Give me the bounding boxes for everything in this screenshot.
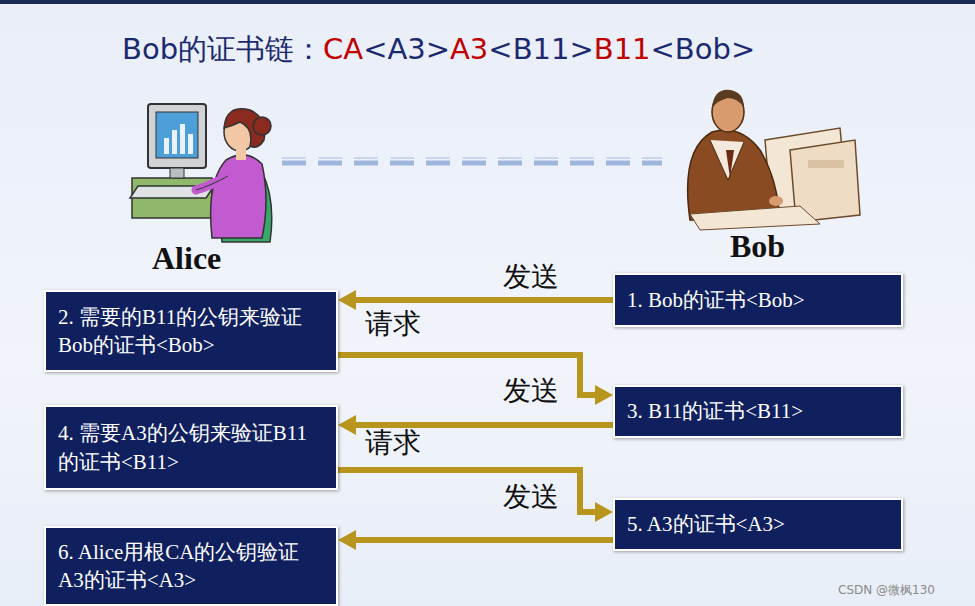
flow-arrow bbox=[338, 530, 613, 550]
chain-part: A3 bbox=[450, 32, 488, 66]
step-text: 6. Alice用根CA的公钥验证A3的证书<A3> bbox=[58, 538, 324, 595]
chain-part: <Bob> bbox=[651, 32, 756, 66]
arrow-label: 请求 bbox=[365, 305, 421, 343]
alice-figure bbox=[130, 104, 272, 242]
watermark: CSDN @微枫130 bbox=[838, 582, 935, 599]
step-text: 4. 需要A3的公钥来验证B11的证书<B11> bbox=[58, 419, 324, 476]
step-box: 6. Alice用根CA的公钥验证A3的证书<A3> bbox=[44, 526, 338, 606]
flow-arrow bbox=[338, 470, 613, 522]
flow-arrow bbox=[338, 355, 613, 405]
step-text: 3. B11的证书<B11> bbox=[627, 397, 803, 425]
title: Bob的证书链： bbox=[122, 30, 323, 70]
arrow-label: 请求 bbox=[365, 424, 421, 462]
chain-part: <B11> bbox=[488, 32, 593, 66]
step-box: 4. 需要A3的公钥来验证B11的证书<B11> bbox=[44, 405, 338, 490]
step-text: 2. 需要的B11的公钥来验证Bob的证书<Bob> bbox=[58, 303, 324, 360]
chain-part: CA bbox=[323, 32, 363, 66]
bob-figure bbox=[688, 90, 860, 230]
person-name: Bob bbox=[730, 228, 785, 265]
step-box: 3. B11的证书<B11> bbox=[613, 385, 903, 438]
step-text: 1. Bob的证书<Bob> bbox=[627, 286, 805, 314]
step-box: 1. Bob的证书<Bob> bbox=[613, 273, 903, 327]
step-text: 5. A3的证书<A3> bbox=[627, 510, 785, 538]
top-band bbox=[0, 0, 975, 4]
arrow-label: 发送 bbox=[503, 372, 559, 410]
title-row: Bob的证书链：CA<A3>A3<B11>B11<Bob> bbox=[122, 30, 755, 70]
arrow-label: 发送 bbox=[503, 478, 559, 516]
chain-part: B11 bbox=[594, 32, 651, 66]
arrow-label: 发送 bbox=[503, 258, 559, 296]
step-box: 5. A3的证书<A3> bbox=[613, 498, 903, 551]
chain-part: <A3> bbox=[363, 32, 450, 66]
step-box: 2. 需要的B11的公钥来验证Bob的证书<Bob> bbox=[44, 290, 338, 372]
person-name: Alice bbox=[152, 240, 221, 277]
